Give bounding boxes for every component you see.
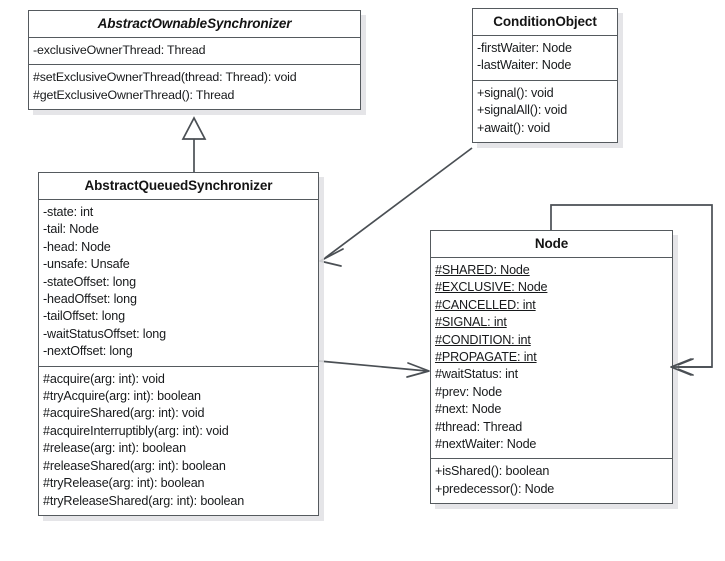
- attribute-row: #SIGNAL: int: [435, 315, 507, 330]
- methods-section: #setExclusiveOwnerThread(thread: Thread)…: [29, 64, 360, 109]
- method-row: #acquire(arg: int): void: [43, 371, 165, 386]
- methods-section: +signal(): void +signalAll(): void +awai…: [473, 79, 617, 142]
- method-row: #tryRelease(arg: int): boolean: [43, 476, 205, 491]
- method-row: #setExclusiveOwnerThread(thread: Thread)…: [33, 70, 297, 85]
- method-row: #release(arg: int): boolean: [43, 441, 186, 456]
- self-association-node-arrowhead: [670, 358, 712, 376]
- class-box-abstract-ownable-synchronizer[interactable]: AbstractOwnableSynchronizer -exclusiveOw…: [28, 10, 361, 111]
- class-title-abstract-ownable-synchronizer: AbstractOwnableSynchronizer: [29, 11, 360, 38]
- method-row: #tryReleaseShared(arg: int): boolean: [43, 493, 245, 508]
- attribute-row: #SHARED: Node: [435, 263, 530, 277]
- method-row: +signalAll(): void: [477, 103, 568, 118]
- attribute-row: -tail: Node: [43, 222, 99, 237]
- attributes-section: -exclusiveOwnerThread: Thread: [29, 38, 360, 64]
- method-row: #acquireInterruptibly(arg: int): void: [43, 423, 229, 438]
- method-row: +predecessor(): Node: [435, 481, 555, 496]
- attributes-section: -state: int -tail: Node -head: Node -uns…: [39, 200, 318, 366]
- open-arrowhead: [319, 248, 344, 267]
- attribute-row: -stateOffset: long: [43, 274, 136, 289]
- attribute-row: #prev: Node: [435, 384, 502, 399]
- attribute-row: #CONDITION: int: [435, 332, 531, 347]
- attributes-section: -firstWaiter: Node -lastWaiter: Node: [473, 36, 617, 80]
- attribute-row: -head: Node: [43, 239, 111, 254]
- attribute-row: #EXCLUSIVE: Node: [435, 280, 548, 295]
- attributes-section: #SHARED: Node #EXCLUSIVE: Node #CANCELLE…: [431, 258, 672, 458]
- hollow-triangle-arrowhead: [181, 116, 207, 140]
- attribute-row: #thread: Thread: [435, 419, 523, 434]
- method-row: +signal(): void: [477, 85, 554, 100]
- class-title-node: Node: [431, 231, 672, 258]
- association-line: [318, 360, 428, 372]
- attribute-row: -exclusiveOwnerThread: Thread: [33, 43, 206, 57]
- class-title-condition-object: ConditionObject: [473, 9, 617, 36]
- attribute-row: #PROPAGATE: int: [435, 350, 537, 365]
- methods-section: +isShared(): boolean +predecessor(): Nod…: [431, 458, 672, 503]
- open-arrowhead: [672, 358, 694, 376]
- association-aqs-to-node: [318, 360, 430, 378]
- attribute-row: #waitStatus: int: [435, 367, 519, 382]
- attribute-row: #nextWaiter: Node: [435, 437, 537, 452]
- attribute-row: #CANCELLED: int: [435, 297, 536, 312]
- attribute-row: -unsafe: Unsafe: [43, 257, 130, 272]
- class-box-node[interactable]: Node #SHARED: Node #EXCLUSIVE: Node #CAN…: [430, 230, 673, 505]
- method-row: +isShared(): boolean: [435, 464, 550, 479]
- class-box-condition-object[interactable]: ConditionObject -firstWaiter: Node -last…: [472, 8, 618, 144]
- attribute-row: -headOffset: long: [43, 292, 137, 307]
- open-arrowhead: [406, 362, 430, 378]
- methods-section: #acquire(arg: int): void #tryAcquire(arg…: [39, 365, 318, 515]
- attribute-row: -nextOffset: long: [43, 344, 133, 359]
- method-row: #tryAcquire(arg: int): boolean: [43, 389, 201, 404]
- class-box-abstract-queued-synchronizer[interactable]: AbstractQueuedSynchronizer -state: int -…: [38, 172, 319, 516]
- method-row: +await(): void: [477, 120, 551, 135]
- class-title-abstract-queued-synchronizer: AbstractQueuedSynchronizer: [39, 173, 318, 200]
- attribute-row: -lastWaiter: Node: [477, 58, 572, 73]
- attribute-row: -state: int: [43, 205, 94, 219]
- attribute-row: #next: Node: [435, 402, 502, 417]
- attribute-row: -waitStatusOffset: long: [43, 326, 167, 341]
- attribute-row: -tailOffset: long: [43, 309, 125, 324]
- generalization-aqs-to-aos: [181, 116, 207, 172]
- open-arrowhead: [670, 358, 692, 376]
- method-row: #acquireShared(arg: int): void: [43, 406, 205, 421]
- method-row: #getExclusiveOwnerThread(): Thread: [33, 87, 235, 102]
- attribute-row: -firstWaiter: Node: [477, 41, 572, 55]
- method-row: #releaseShared(arg: int): boolean: [43, 458, 226, 473]
